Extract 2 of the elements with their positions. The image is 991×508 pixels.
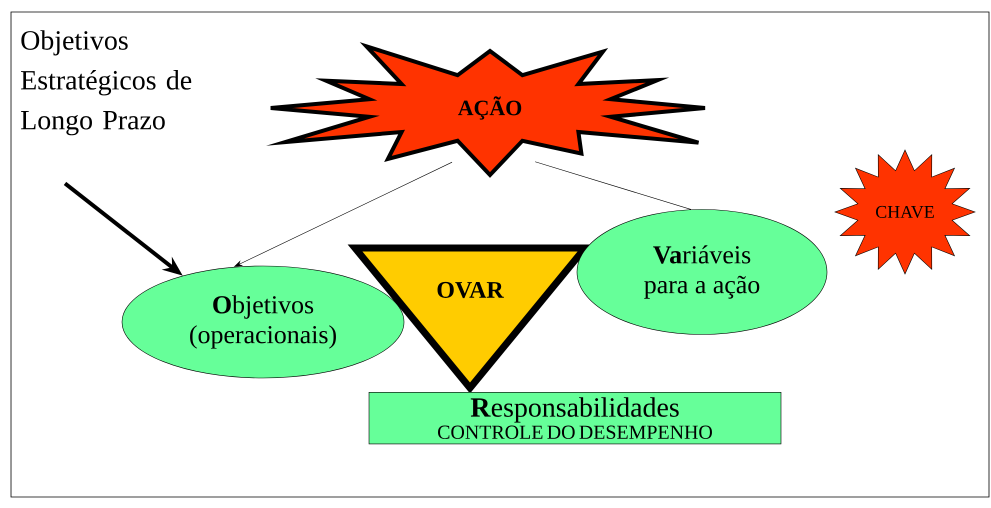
caption-text: Objetivos Estratégicos de Longo Prazo (21, 30, 192, 136)
text-box: Responsabilidades CONTROLE DO DESEMPENHO (368, 392, 782, 444)
